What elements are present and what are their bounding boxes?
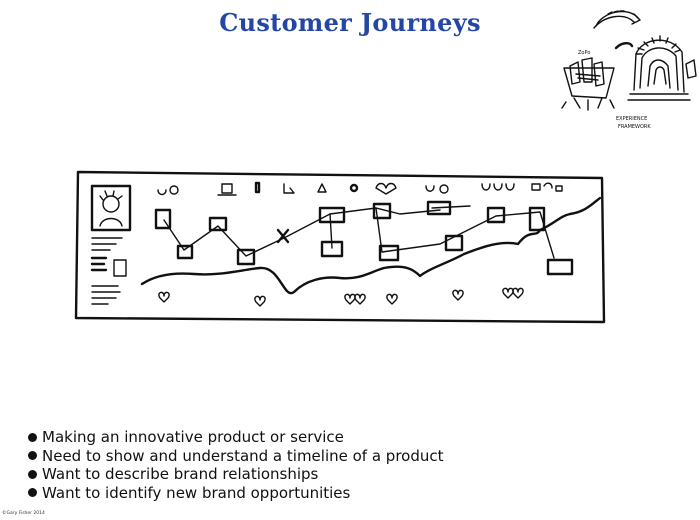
- sketch-label-zopo: ZoPo: [578, 50, 590, 56]
- bullet-item: Making an innovative product or service: [28, 428, 444, 447]
- bullet-dot: [28, 451, 37, 461]
- bullet-item: Need to show and understand a timeline o…: [28, 447, 444, 466]
- slide-title: Customer Journeys: [219, 8, 481, 37]
- sketch-label-framework: FRAMEWORK: [618, 124, 651, 130]
- bullet-dot: [28, 488, 37, 498]
- experience-framework-sketch: ZoPo EXPERIENCE FRAMEWORK: [561, 10, 697, 130]
- bullet-text: Want to identify new brand opportunities: [42, 483, 351, 502]
- bullet-text: Making an innovative product or service: [42, 428, 344, 446]
- customer-journey-sketch: [74, 170, 606, 324]
- emotion-curve: [140, 196, 602, 295]
- bullet-list: Making an innovative product or service …: [28, 428, 444, 502]
- hearts-row: [158, 287, 524, 307]
- persona-portrait: [90, 184, 132, 232]
- copyright-notice: ©Gary Fisher 2014: [2, 511, 45, 516]
- bullet-text: Want to describe brand relationships: [42, 465, 319, 483]
- touchpoint-icons-row: [157, 181, 563, 196]
- sketch-label-experience: EXPERIENCE: [616, 116, 647, 122]
- bullet-dot: [28, 469, 37, 479]
- bullet-item: Want to describe brand relationships: [28, 465, 444, 484]
- bullet-dot: [28, 432, 37, 442]
- bullet-text: Need to show and understand a timeline o…: [42, 446, 444, 465]
- journey-path: [154, 200, 574, 276]
- bullet-item: Want to identify new brand opportunities: [28, 484, 444, 503]
